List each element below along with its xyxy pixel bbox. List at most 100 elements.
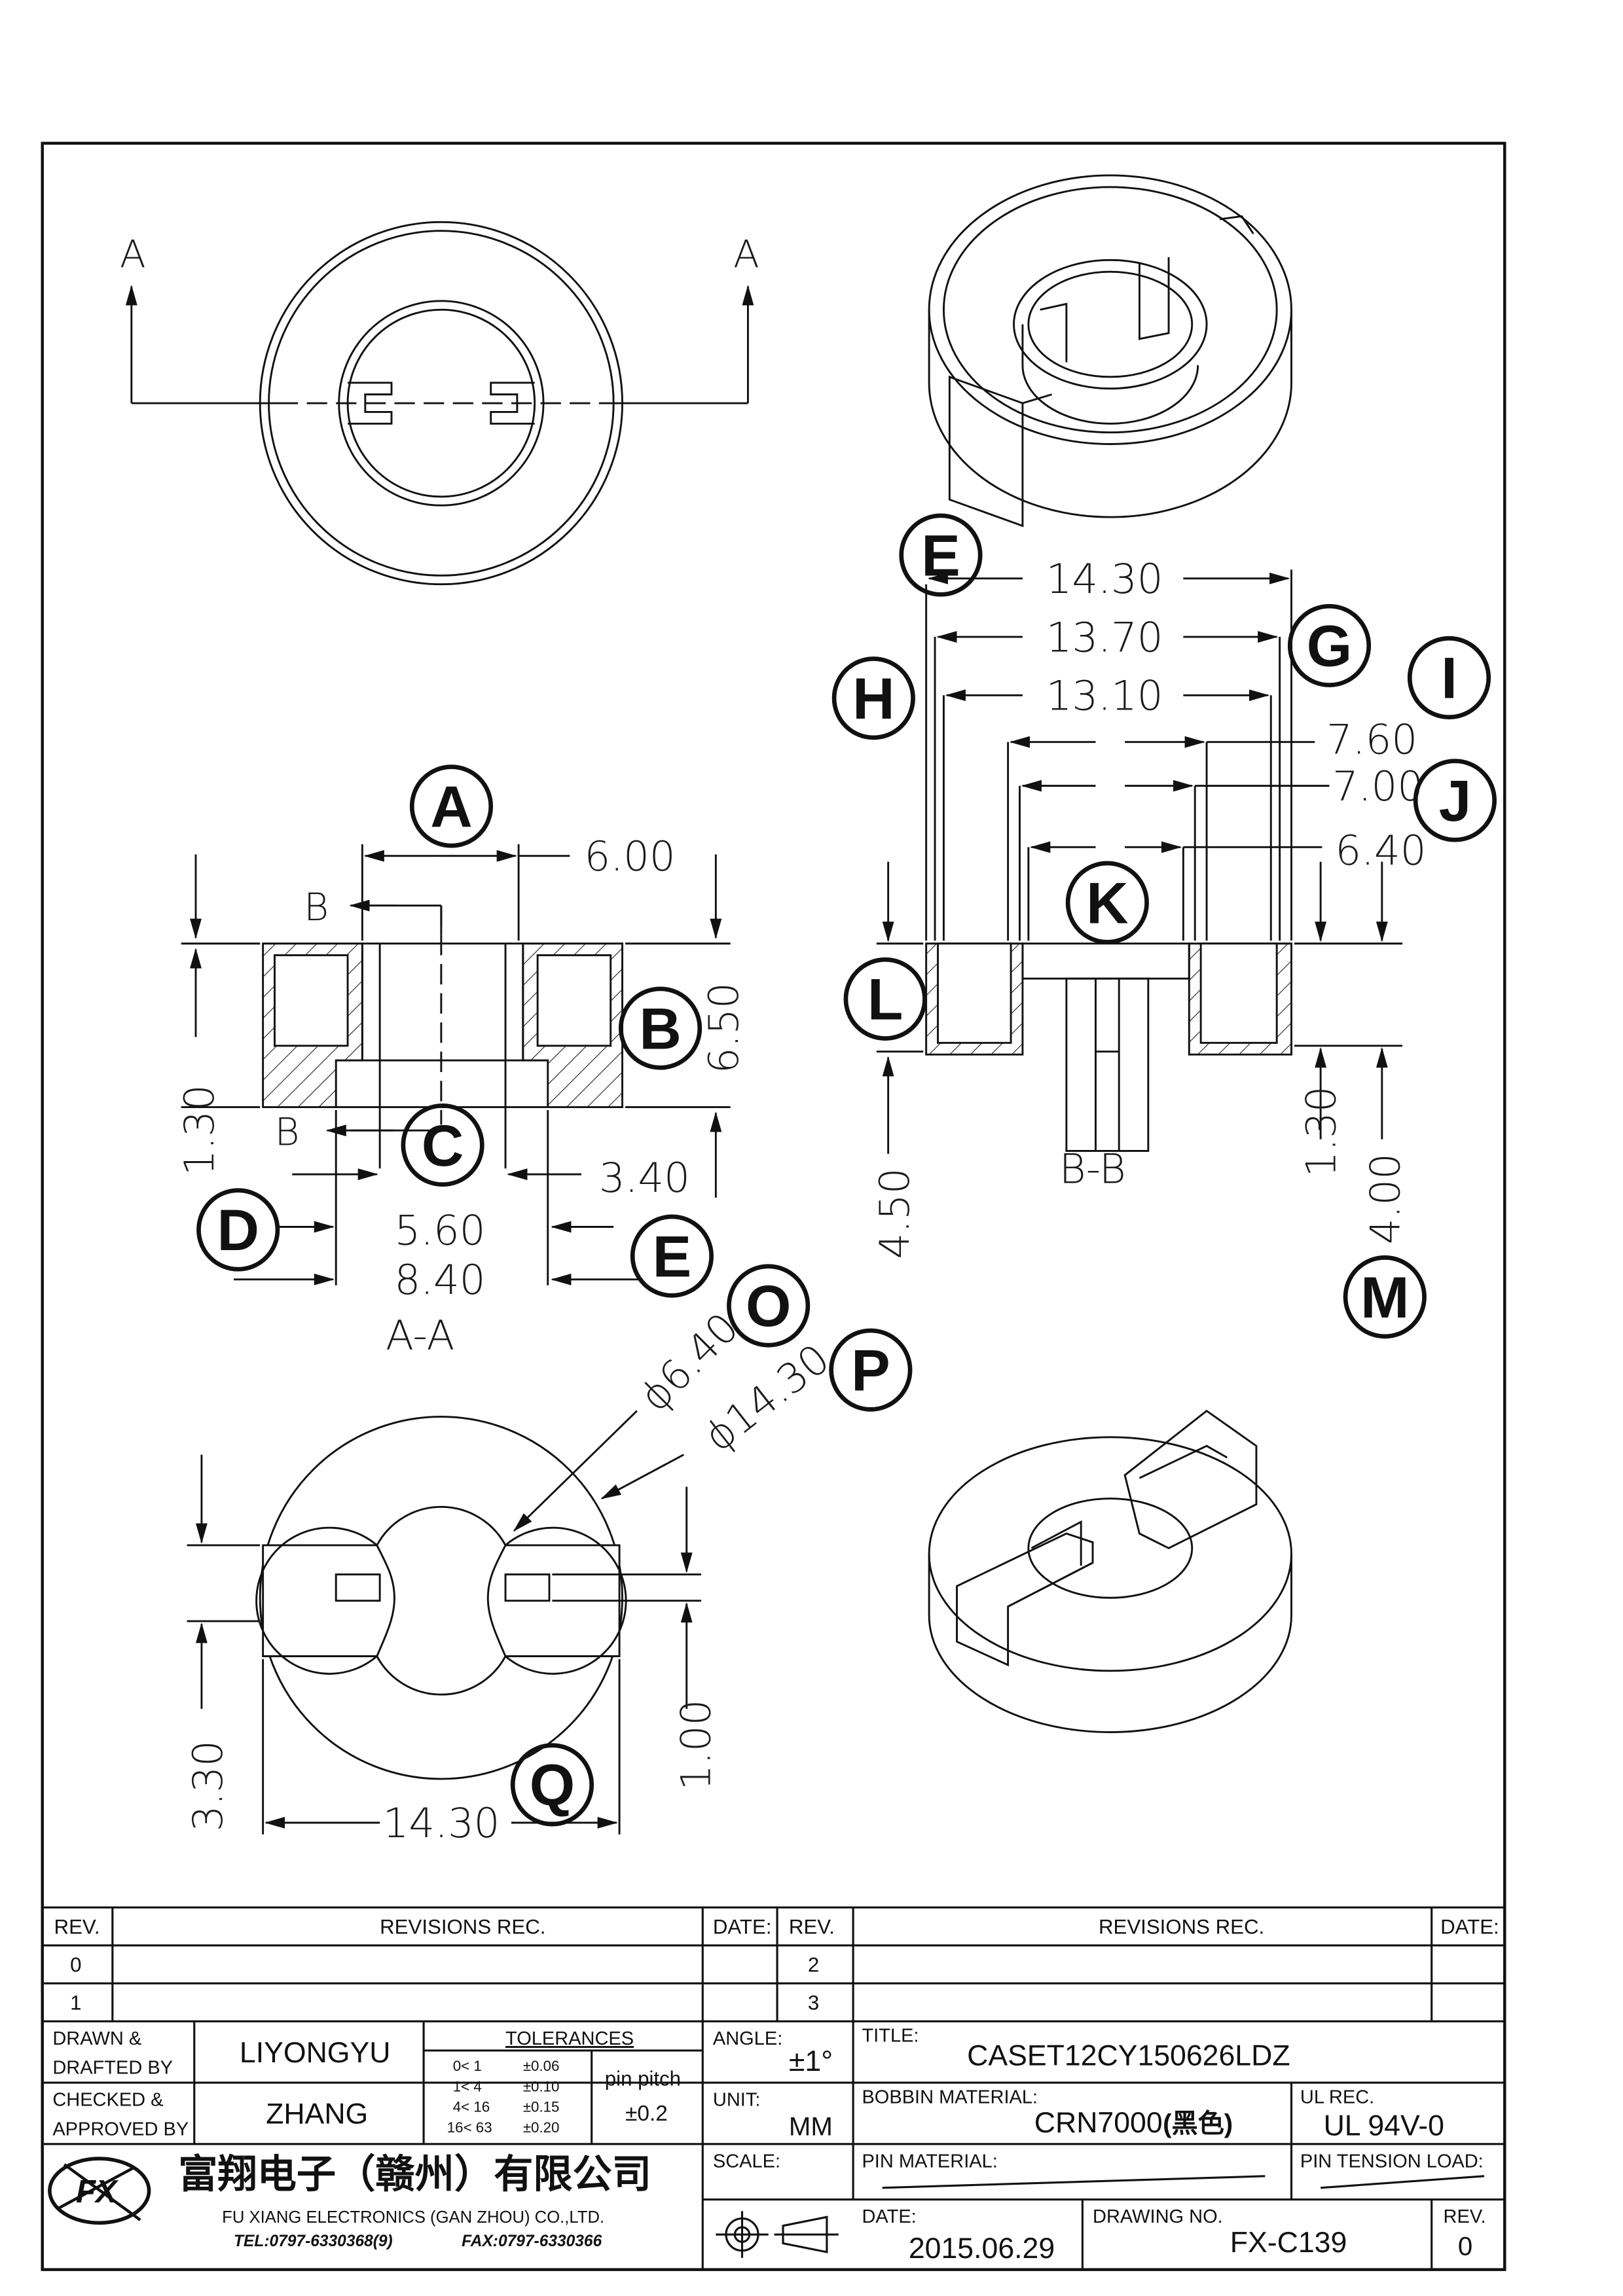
callout-p: P	[851, 1337, 890, 1403]
callout-q: Q	[530, 1752, 575, 1818]
callout-e-left: E	[653, 1223, 692, 1289]
tb-checked-name: ZHANG	[266, 2098, 368, 2130]
tb-bobbin-label: BOBBIN MATERIAL:	[862, 2087, 1038, 2108]
section-title-a-a: A-A	[386, 1312, 454, 1359]
dim-bottom-width: 14.30	[383, 1799, 500, 1847]
tb-rev-row-2: 2	[808, 1953, 819, 1976]
isometric-view-top	[928, 174, 1292, 528]
section-b-b	[876, 569, 1403, 1154]
tb-date-label: DATE:	[862, 2206, 916, 2227]
callout-h: H	[852, 666, 894, 731]
top-plan-view	[125, 221, 754, 586]
dim-bb-base: 1.30	[1297, 1086, 1345, 1177]
callout-d: D	[217, 1197, 259, 1263]
tb-rev-label: REV.	[1444, 2206, 1486, 2227]
tb-scale-label: SCALE:	[713, 2151, 780, 2172]
callout-l: L	[867, 967, 903, 1032]
callout-m: M	[1360, 1265, 1409, 1330]
tb-tol-range-1: 1< 4	[453, 2078, 482, 2094]
callout-j: J	[1439, 768, 1472, 833]
tb-bobbin-value: CRN7000	[1034, 2107, 1163, 2139]
tb-ul-label: UL REC.	[1300, 2087, 1374, 2108]
callout-o: O	[746, 1273, 791, 1338]
dim-bb-d3: 13.10	[1046, 672, 1163, 720]
company-tel: TEL:0797-6330368(9)	[234, 2233, 393, 2250]
tb-angle-value: ±1°	[789, 2045, 833, 2077]
title-block	[42, 1906, 1505, 2270]
tb-rev-row-1: 1	[70, 1991, 81, 2014]
tb-pin-pitch-label: pin pitch	[605, 2068, 681, 2090]
tb-pin-pitch-value: ±0.2	[625, 2102, 668, 2126]
company-name-cn: 富翔电子（赣州）有限公司	[178, 2152, 651, 2197]
tb-tol-range-0: 0< 1	[453, 2058, 482, 2074]
callout-c: C	[422, 1113, 464, 1178]
tb-unit-label: UNIT:	[713, 2090, 761, 2111]
tb-drawn-label-1: DRAWN &	[52, 2028, 141, 2049]
tb-drawing-no-label: DRAWING NO.	[1093, 2206, 1223, 2227]
callout-b: B	[639, 996, 681, 1061]
callout-k: K	[1086, 870, 1128, 935]
dim-bb-total: 4.50	[871, 1168, 919, 1259]
dim-aa-height: 6.50	[700, 982, 748, 1073]
dim-bb-d4: 7.60	[1326, 716, 1417, 764]
section-title-b-b: B-B	[1059, 1145, 1126, 1193]
callout-i: I	[1441, 645, 1457, 711]
company-fax: FAX:0797-6330366	[462, 2233, 602, 2250]
dim-bb-height: 4.00	[1362, 1153, 1410, 1244]
tb-pin-material-label: PIN MATERIAL:	[862, 2151, 997, 2172]
callout-a: A	[430, 774, 472, 839]
isometric-view-bottom	[928, 1409, 1292, 1733]
company-name-en: FU XIANG ELECTRONICS (GAN ZHOU) CO.,LTD.	[222, 2208, 604, 2227]
tb-rev-header-right: REV.	[789, 1915, 835, 1938]
tb-drawn-label-2: DRAFTED BY	[52, 2058, 173, 2079]
tb-drawing-no-value: FX-C139	[1230, 2227, 1347, 2259]
section-label-a-right: A	[733, 232, 759, 277]
tb-date-header-left: DATE:	[713, 1915, 772, 1938]
tb-checked-label-2: APPROVED BY	[52, 2119, 189, 2140]
tb-bobbin-note: (黑色)	[1163, 2109, 1233, 2138]
tb-revisions-header-right: REVISIONS REC.	[1099, 1915, 1264, 1938]
tb-tol-range-2: 4< 16	[453, 2099, 490, 2115]
tb-tol-value-0: ±0.06	[523, 2058, 560, 2074]
callout-g: G	[1307, 613, 1352, 679]
dim-aa-top: 6.00	[585, 833, 676, 880]
tb-ul-value: UL 94V-0	[1324, 2109, 1444, 2142]
dim-bb-od: 14.30	[1046, 555, 1163, 603]
tb-unit-value: MM	[789, 2111, 833, 2141]
tb-tol-range-3: 16< 63	[447, 2119, 492, 2136]
company-logo-icon: FX	[76, 2174, 119, 2210]
tb-tol-value-1: ±0.10	[523, 2078, 560, 2094]
dim-bottom-slot-h: 3.30	[184, 1740, 232, 1831]
dim-bb-d2: 13.70	[1046, 613, 1163, 661]
section-a-a	[181, 844, 731, 1285]
tb-angle-label: ANGLE:	[713, 2028, 782, 2049]
tb-checked-label-1: CHECKED &	[52, 2090, 163, 2111]
tb-rev-value: 0	[1458, 2231, 1472, 2261]
dim-aa-slot: 3.40	[599, 1154, 690, 1202]
tb-pin-tension-label: PIN TENSION LOAD:	[1300, 2151, 1484, 2172]
section-label-b-bottom: B	[274, 1110, 299, 1155]
dim-aa-base: 1.30	[175, 1085, 223, 1175]
tb-tolerances-title: TOLERANCES	[505, 2028, 634, 2049]
tb-title-value: CASET12CY150626LDZ	[967, 2039, 1290, 2072]
drawing-border	[41, 141, 1506, 2271]
tb-drawn-name: LIYONGYU	[240, 2037, 391, 2069]
tb-date-value: 2015.06.29	[909, 2233, 1055, 2265]
bottom-plan-view	[187, 1410, 702, 1835]
tb-revisions-header-left: REVISIONS REC.	[380, 1915, 545, 1938]
callout-bubbles	[196, 513, 1497, 1827]
tb-tol-value-3: ±0.20	[523, 2119, 560, 2136]
dim-bb-d6: 6.40	[1335, 827, 1426, 874]
section-label-b-top: B	[304, 885, 329, 929]
dim-bottom-slot-w: 1.00	[672, 1700, 720, 1791]
tb-rev-row-0: 0	[70, 1953, 81, 1976]
tb-tol-value-2: ±0.15	[523, 2099, 560, 2115]
dim-aa-outer: 8.40	[394, 1256, 485, 1304]
section-label-a-left: A	[120, 232, 146, 277]
dim-aa-inner: 5.60	[394, 1206, 485, 1254]
callout-e-right: E	[921, 522, 960, 588]
dim-bb-d5: 7.00	[1332, 762, 1423, 810]
tb-date-header-right: DATE:	[1440, 1915, 1499, 1938]
tb-rev-header-left: REV.	[54, 1915, 100, 1938]
